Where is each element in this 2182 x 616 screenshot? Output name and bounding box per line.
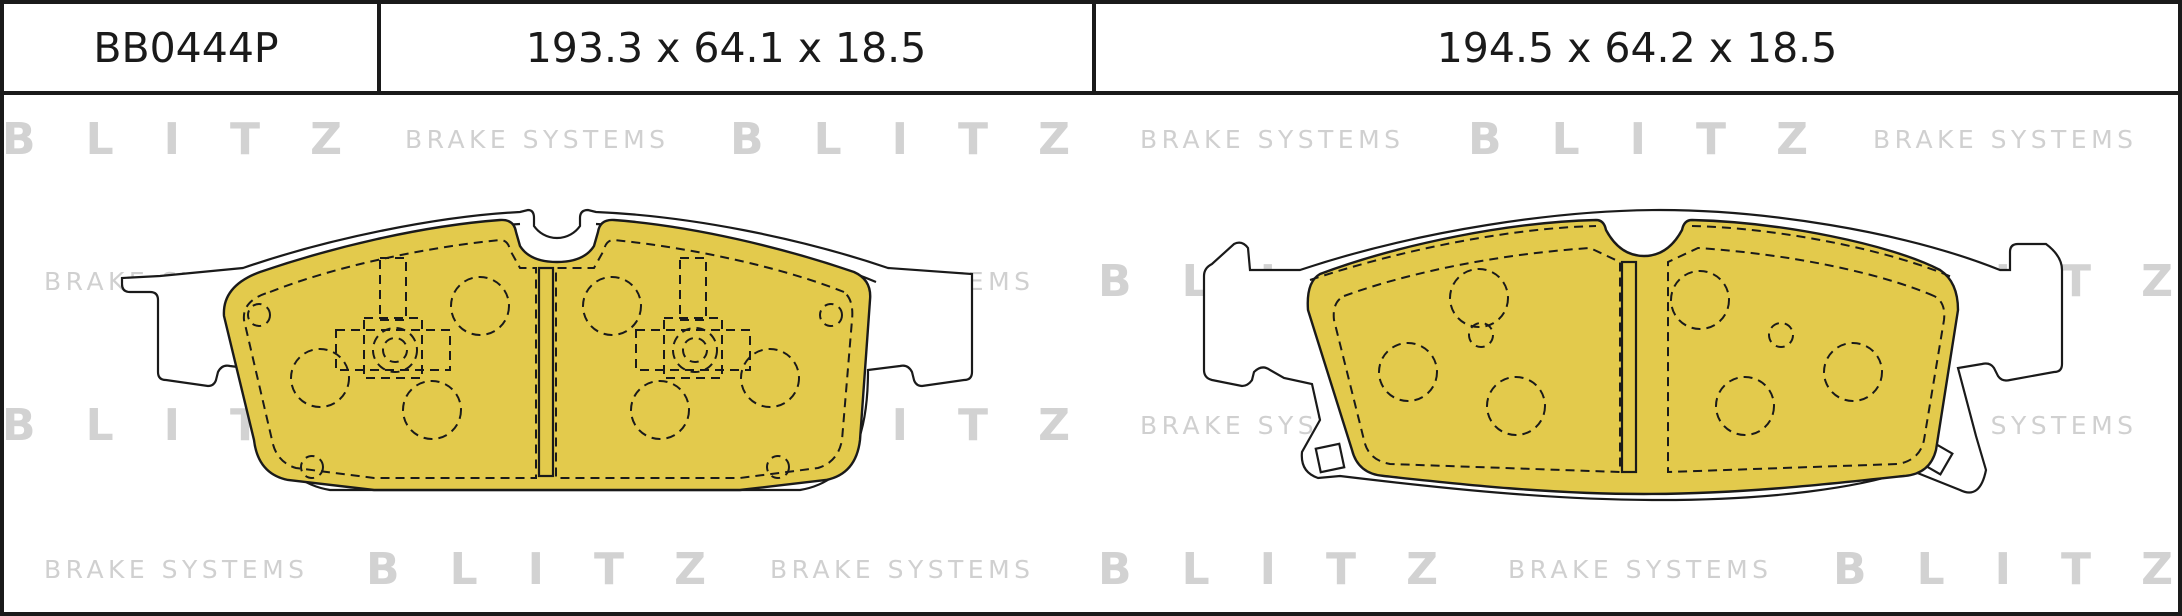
right-wear-outline-l	[1332, 246, 1621, 474]
right-hole	[1670, 270, 1730, 330]
watermark-brand: B L I T Z	[2, 114, 342, 165]
left-hole	[582, 276, 642, 336]
watermark-brand: B L I T Z	[730, 114, 1070, 165]
watermark-brand: B L I T Z	[1098, 544, 1438, 595]
watermark-brand: B L I T Z	[1833, 544, 2173, 595]
watermark-tagline: BRAKE SYSTEMS	[1508, 555, 1768, 584]
left-brake-pad	[120, 208, 974, 492]
right-sensor-square	[1314, 442, 1346, 474]
watermark-brand: B L I T Z	[1468, 114, 1808, 165]
right-hole	[1378, 342, 1438, 402]
watermark-brand: B L I T Z	[366, 544, 706, 595]
left-hole	[402, 380, 462, 440]
left-hole	[247, 303, 271, 327]
left-center-slot	[537, 266, 555, 478]
watermark-tagline: BRAKE SYSTEMS	[44, 555, 304, 584]
left-wear-outline-l	[242, 238, 537, 479]
right-center-slot	[1620, 260, 1638, 474]
right-hole	[1486, 376, 1546, 436]
left-hole	[766, 455, 790, 479]
right-hole	[1449, 268, 1509, 328]
watermark-tagline: BRAKE SYSTEMS	[1140, 125, 1400, 154]
left-friction-material	[222, 218, 872, 492]
left-clip-feature	[635, 257, 751, 379]
dimensions-left-pad: 193.3 x 64.1 x 18.5	[526, 24, 927, 72]
right-wear-outline-r	[1667, 246, 1946, 474]
right-wear-outline-outer	[1309, 225, 1955, 281]
left-clip-feature	[335, 257, 451, 379]
right-hole	[1715, 376, 1775, 436]
right-brake-pad	[1202, 208, 2064, 502]
watermark-tagline: BRAKE SYSTEMS	[405, 125, 665, 154]
left-hole	[450, 276, 510, 336]
left-wear-outline-r	[555, 238, 854, 479]
left-hole	[290, 348, 350, 408]
left-hole	[630, 380, 690, 440]
left-hole	[300, 455, 324, 479]
right-friction-material	[1306, 218, 1960, 496]
watermark-tagline: BRAKE SYSTEMS	[1873, 125, 2133, 154]
right-hole	[1468, 322, 1494, 348]
right-hole	[1768, 322, 1794, 348]
right-hole	[1823, 342, 1883, 402]
left-hole	[819, 303, 843, 327]
watermark-tagline: BRAKE SYSTEMS	[770, 555, 1030, 584]
left-hole	[740, 348, 800, 408]
part-number: BB0444P	[93, 24, 278, 72]
dimensions-right-pad: 194.5 x 64.2 x 18.5	[1437, 24, 1838, 72]
